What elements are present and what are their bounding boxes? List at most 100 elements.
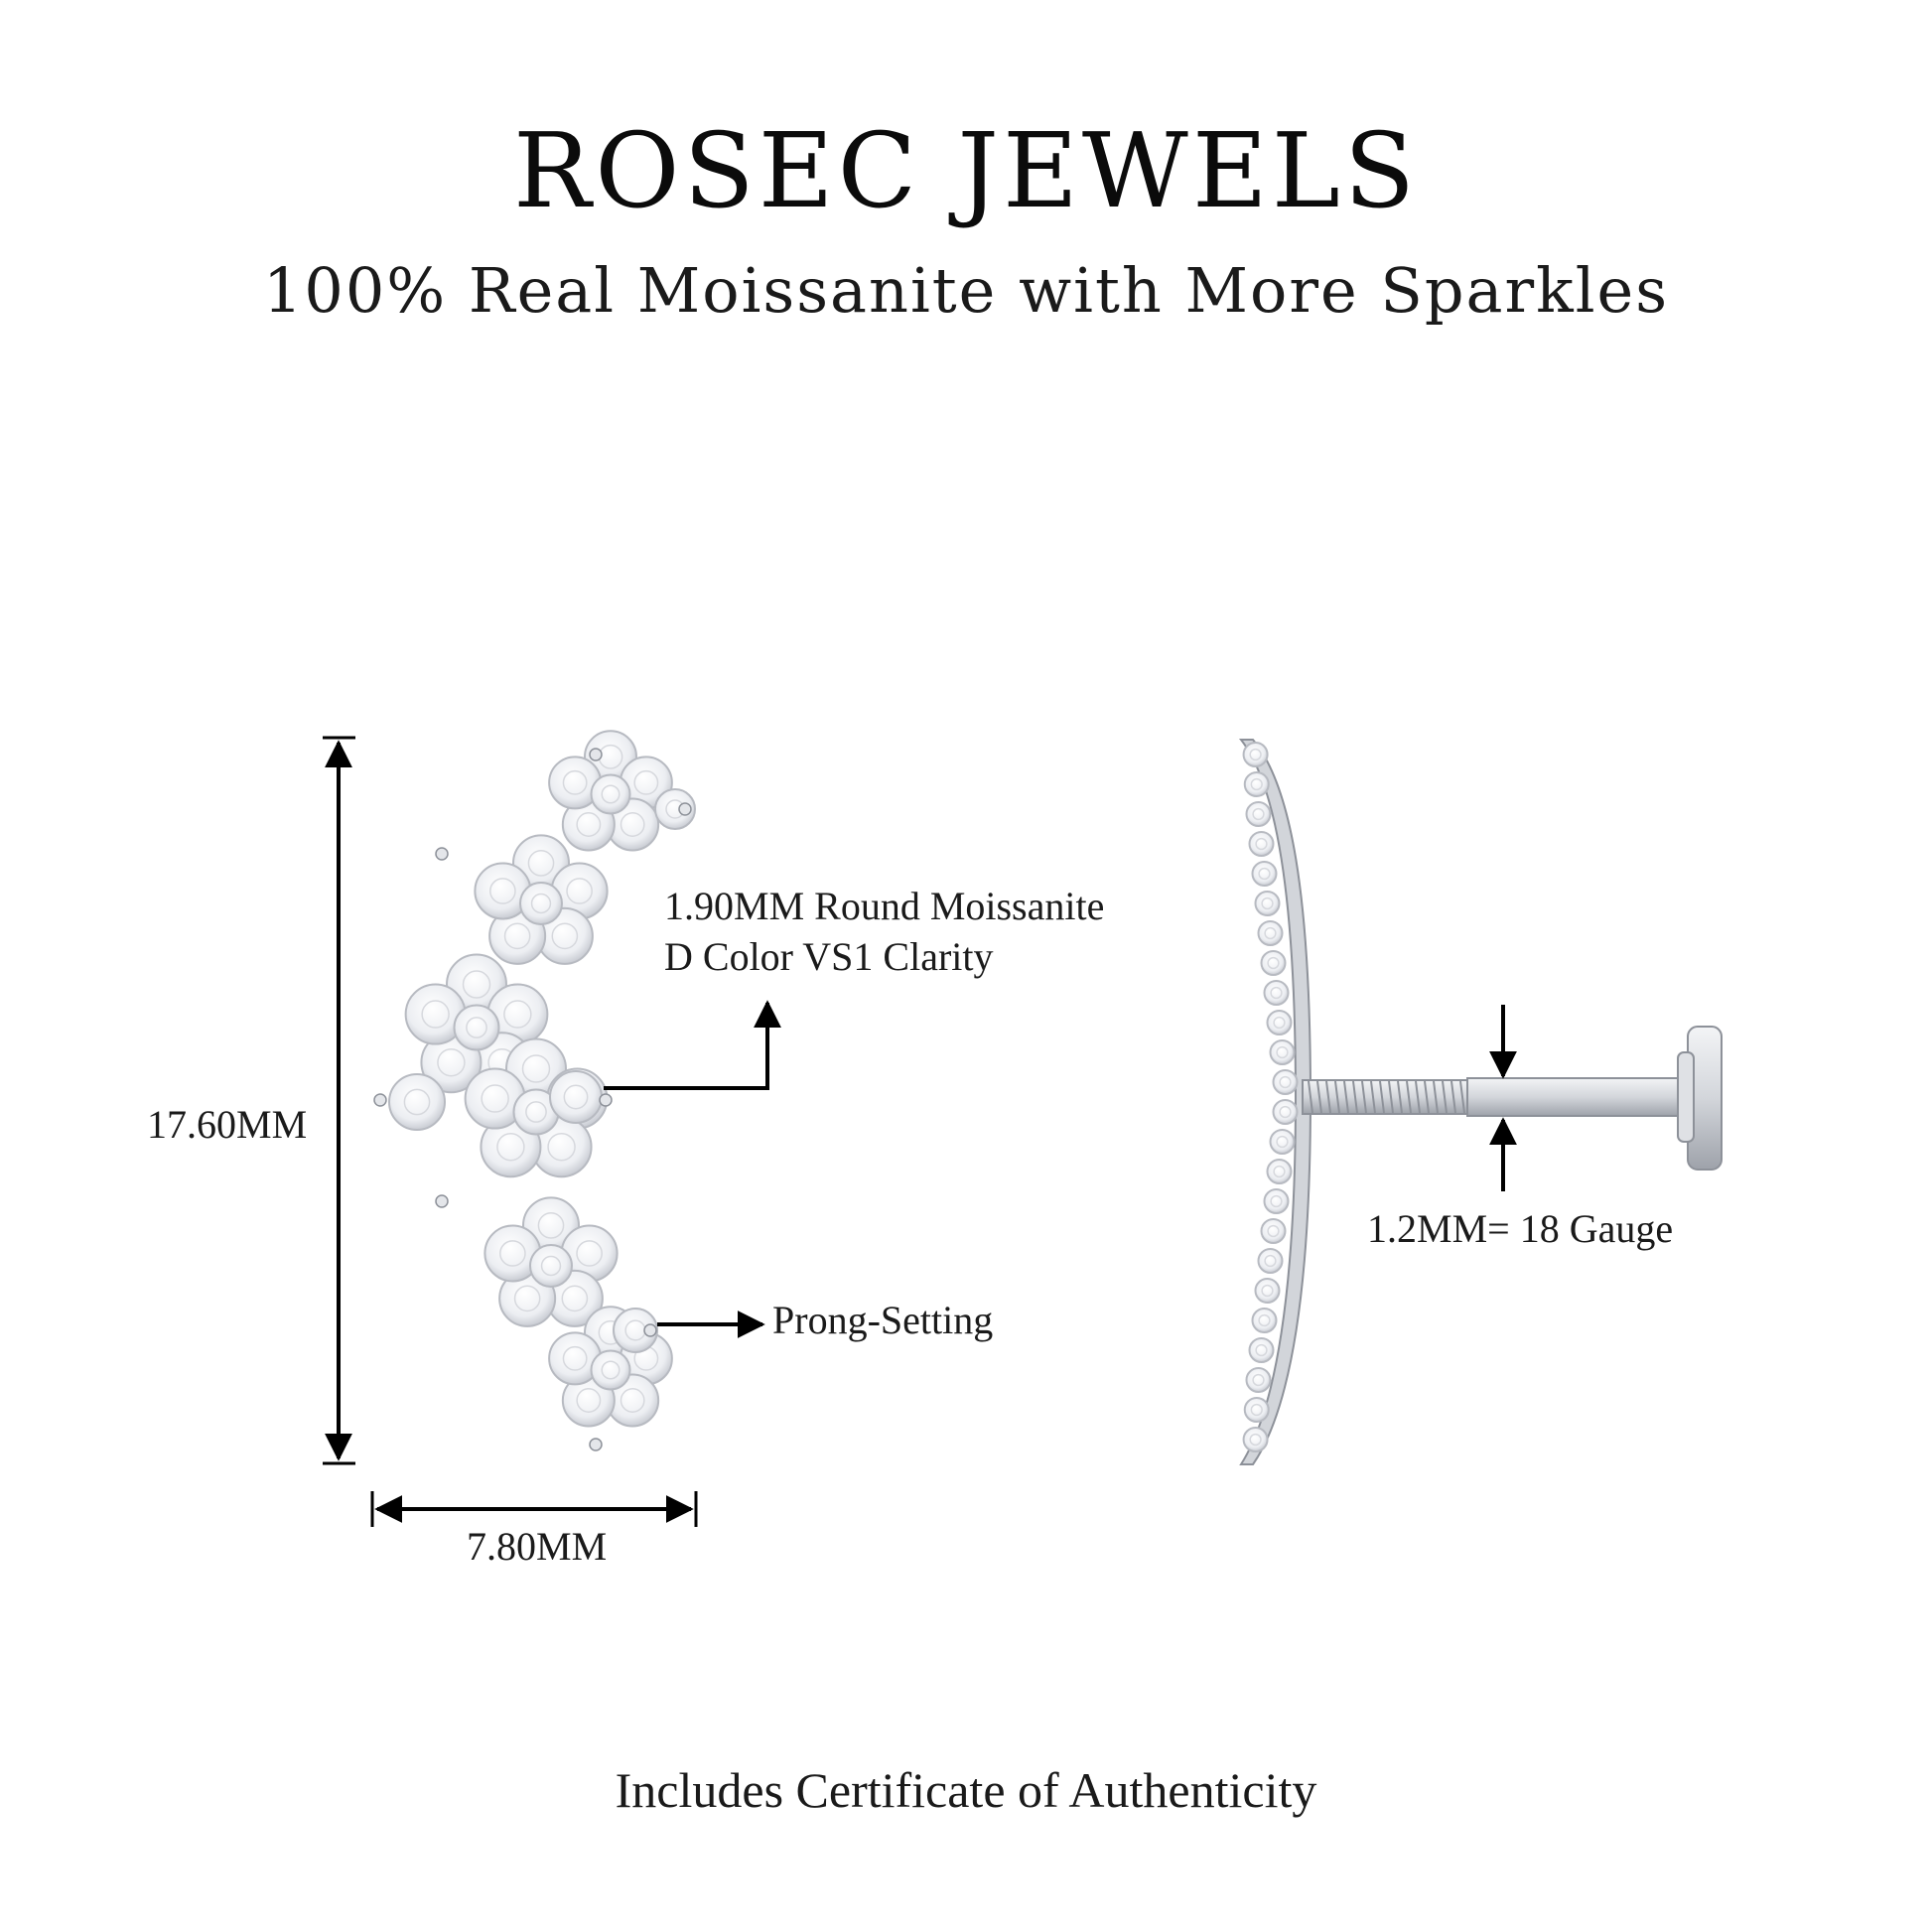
side-stone-facet <box>1258 1313 1271 1327</box>
prong <box>678 802 692 816</box>
side-stone <box>1260 1218 1287 1244</box>
thread-ridge <box>1370 1080 1376 1114</box>
moissanite-stone <box>453 1004 500 1051</box>
moissanite-stone-facet <box>466 1017 487 1038</box>
prong <box>589 748 603 761</box>
moissanite-stone-facet <box>562 769 588 795</box>
side-stone-facet <box>1264 1254 1277 1268</box>
tagline: 100% Real Moissanite with More Sparkles <box>262 254 1670 327</box>
thread-ridge <box>1450 1080 1456 1114</box>
moissanite-stone-facet <box>527 850 555 877</box>
moissanite-stone <box>590 1349 631 1391</box>
side-stone-facet <box>1273 1165 1286 1178</box>
side-stone <box>1242 742 1269 767</box>
prong <box>599 1093 613 1107</box>
moissanite-stone-facet <box>601 784 621 804</box>
side-stone <box>1248 1337 1275 1363</box>
moissanite-stone-facet <box>633 769 659 795</box>
certificate-note: Includes Certificate of Authenticity <box>615 1762 1317 1818</box>
thread-ridge <box>1316 1080 1322 1114</box>
moissanite-stone <box>590 773 631 815</box>
prong <box>373 1093 387 1107</box>
thread-ridge <box>1433 1080 1439 1114</box>
moissanite-stone-facet <box>562 1345 588 1371</box>
side-stone-facet <box>1279 1075 1292 1089</box>
side-stone-facet <box>1249 748 1262 761</box>
side-stone <box>1269 1129 1296 1155</box>
side-stone <box>1251 1308 1278 1333</box>
moissanite-stone-facet <box>537 1212 565 1239</box>
moissanite-stone-facet <box>540 1255 562 1277</box>
brand-title: ROSEC JEWELS <box>512 110 1420 231</box>
prong <box>643 1323 657 1337</box>
gauge-dimension-label: 1.2MM= 18 Gauge <box>1367 1206 1674 1251</box>
moissanite-stone <box>388 1073 446 1131</box>
thread-ridge <box>1334 1080 1340 1114</box>
side-stone <box>1254 1278 1281 1304</box>
side-stone-facet <box>1255 1343 1268 1357</box>
moissanite-stone-facet <box>513 1285 541 1312</box>
side-stone-facet <box>1258 867 1271 881</box>
thread-ridge <box>1308 1080 1313 1114</box>
side-stone-facet <box>1252 1373 1265 1387</box>
thread-ridge <box>1415 1080 1421 1114</box>
side-stone <box>1245 801 1272 827</box>
earring-front-view <box>373 730 696 1451</box>
thread-ridge <box>1442 1080 1448 1114</box>
moissanite-stone-facet <box>551 922 579 950</box>
moissanite-stone-facet <box>620 1388 645 1413</box>
side-stone-facet <box>1250 777 1263 791</box>
moissanite-stone-facet <box>403 1088 431 1116</box>
moissanite-stone-facet <box>576 812 602 837</box>
width-dimension-line <box>370 1491 698 1527</box>
side-stone-facet <box>1261 1284 1274 1298</box>
width-dimension-label: 7.80MM <box>467 1524 608 1569</box>
thread-ridge <box>1352 1080 1358 1114</box>
side-stone <box>1243 1397 1270 1423</box>
side-stone <box>1245 1367 1272 1393</box>
side-stone <box>1272 1099 1299 1125</box>
side-stone-facet <box>1252 807 1265 821</box>
moissanite-stone <box>519 882 563 925</box>
moissanite-stone-facet <box>601 1360 621 1380</box>
thread-ridge <box>1361 1080 1367 1114</box>
side-stone <box>1266 1010 1293 1035</box>
side-stone <box>1243 771 1270 797</box>
moissanite-stone <box>654 788 696 830</box>
stone-size-callout: 1.90MM Round Moissanite <box>664 884 1105 928</box>
moissanite-stone-facet <box>503 1000 532 1029</box>
moissanite-stone-facet <box>421 1000 450 1029</box>
moissanite-stone-facet <box>503 922 531 950</box>
thread-ridge <box>1325 1080 1331 1114</box>
prong <box>589 1438 603 1451</box>
prong <box>435 1194 449 1208</box>
moissanite-stone-facet <box>576 1240 603 1267</box>
moissanite-stone <box>613 1308 658 1353</box>
moissanite-stone-facet <box>437 1047 466 1077</box>
moissanite-stone-facet <box>566 878 593 904</box>
side-stone <box>1272 1069 1299 1095</box>
side-stone-facet <box>1255 837 1268 851</box>
moissanite-stone <box>549 1070 603 1124</box>
moissanite-stone-facet <box>521 1054 551 1083</box>
thread-ridge <box>1459 1080 1465 1114</box>
moissanite-stone-facet <box>576 1388 602 1413</box>
setting-callout: Prong-Setting <box>772 1298 994 1342</box>
moissanite-stone-facet <box>620 812 645 837</box>
thread-ridge <box>1388 1080 1394 1114</box>
stone-grade-callout: D Color VS1 Clarity <box>664 934 994 979</box>
side-stone-facet <box>1267 956 1280 970</box>
side-stone <box>1260 950 1287 976</box>
side-stone <box>1248 831 1275 857</box>
side-stone-facet <box>1264 926 1277 940</box>
thread-ridge <box>1379 1080 1385 1114</box>
side-stone-facet <box>1270 986 1283 1000</box>
side-stone <box>1263 980 1290 1006</box>
side-stone-facet <box>1267 1224 1280 1238</box>
thread-ridge <box>1343 1080 1349 1114</box>
moissanite-stone-facet <box>547 1132 576 1162</box>
earring-side-view <box>1238 739 1723 1465</box>
moissanite-stone-facet <box>481 1084 509 1113</box>
side-stone-facet <box>1249 1433 1262 1447</box>
